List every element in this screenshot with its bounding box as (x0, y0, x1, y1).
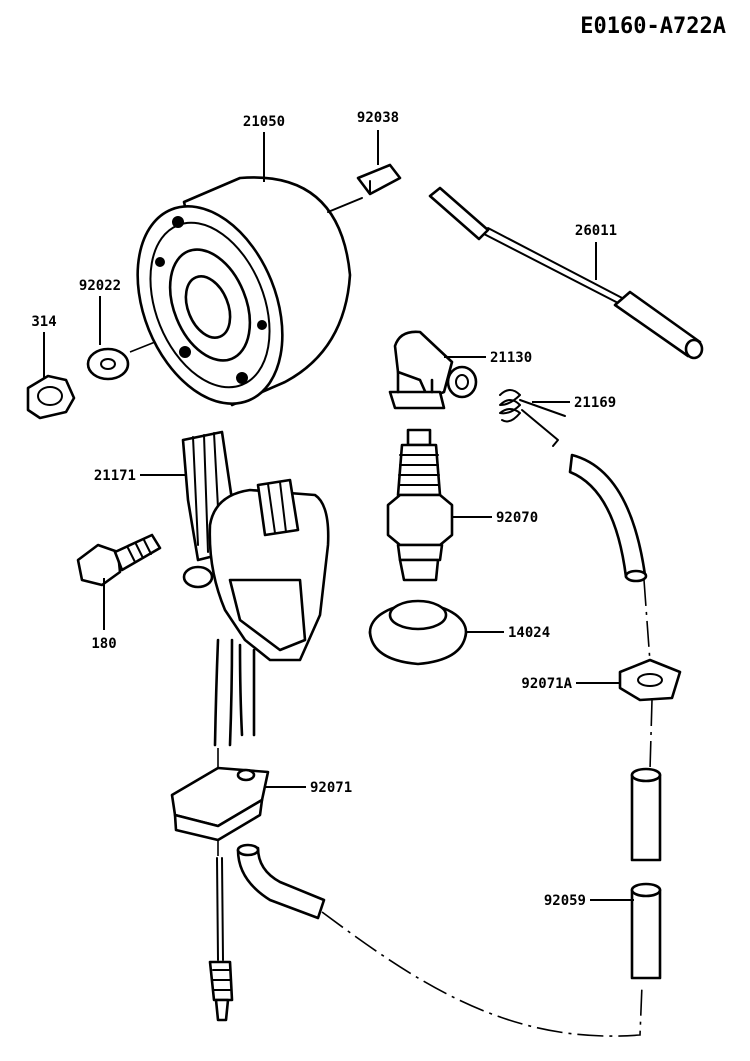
label-180: 180 (91, 636, 116, 652)
label-92022: 92022 (79, 278, 121, 294)
assembly-line-bottom (321, 911, 643, 1037)
assembly-line-flywheel (129, 321, 206, 353)
spring-21169[interactable] (499, 389, 566, 447)
boot-14024[interactable] (368, 599, 468, 666)
washer-92022[interactable] (86, 347, 130, 381)
label-92059: 92059 (544, 893, 586, 909)
label-92071: 92071 (310, 780, 352, 796)
nut-314[interactable] (26, 374, 76, 420)
label-92038: 92038 (357, 110, 399, 126)
diagram-code: E0160-A722A (580, 14, 726, 39)
flywheel-21050[interactable] (110, 176, 352, 425)
label-92071A: 92071A (521, 676, 572, 692)
label-26011: 26011 (575, 223, 617, 239)
damper-92071[interactable] (170, 766, 270, 842)
ignition-coil-21171[interactable] (181, 430, 330, 747)
damper-92071A[interactable] (618, 658, 682, 702)
plug-cap-21130[interactable] (388, 330, 478, 410)
label-92070: 92070 (496, 510, 538, 526)
label-14024: 14024 (508, 625, 550, 641)
assembly-line-right (643, 579, 653, 771)
key-92038[interactable] (327, 163, 402, 213)
spark-plug-92070[interactable] (386, 428, 454, 582)
hose-upper-right[interactable] (568, 453, 648, 583)
bolt-180[interactable] (76, 533, 162, 587)
label-21169: 21169 (574, 395, 616, 411)
label-21130: 21130 (490, 350, 532, 366)
label-21050: 21050 (243, 114, 285, 130)
lead-wire-26011[interactable] (428, 186, 704, 360)
label-21171: 21171 (94, 468, 136, 484)
plug-wire-terminal[interactable] (208, 857, 234, 1022)
label-314: 314 (31, 314, 56, 330)
hose-92059[interactable] (630, 767, 662, 980)
hose-lower-left[interactable] (236, 843, 326, 920)
